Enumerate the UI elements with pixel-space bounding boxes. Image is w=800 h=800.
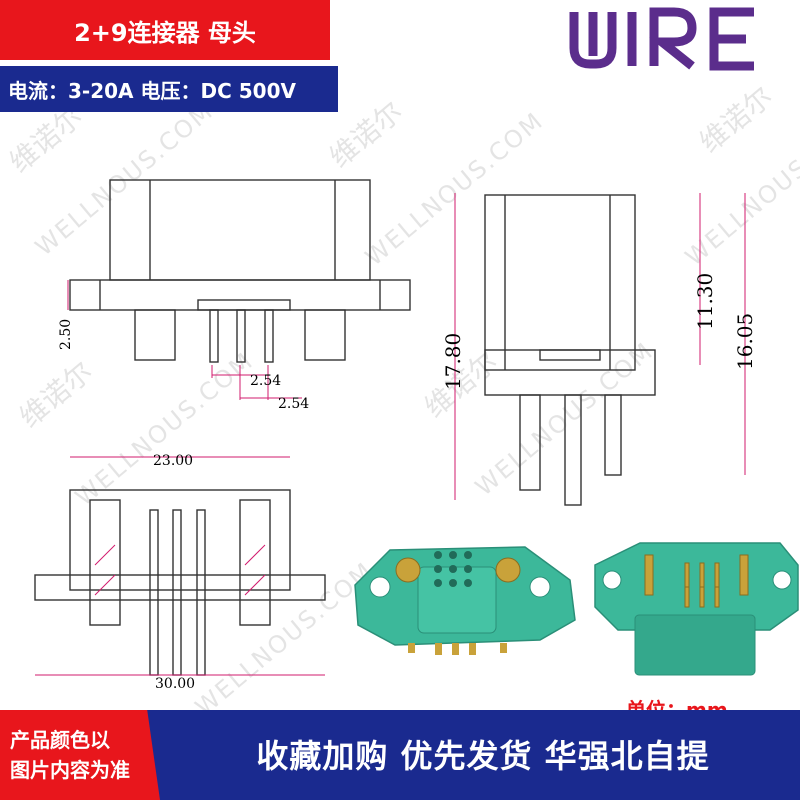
front-view-drawing: 2.50 2.54 2.54 — [58, 179, 411, 412]
bottom-view-drawing: 23.00 30.00 — [34, 453, 326, 692]
dim-overall-label: 16.05 — [733, 313, 757, 370]
dim-body-label: 11.30 — [693, 273, 717, 330]
spec-banner: 电流：3-20A 电压：DC 500V — [0, 66, 338, 112]
connector-front-photo — [354, 546, 576, 655]
color-notice: 产品颜色以 图片内容为准 — [0, 710, 160, 800]
dim-pitch-label: 2.54 — [250, 373, 281, 389]
notice-line: 产品颜色以 — [10, 728, 110, 752]
spec-text: 电流：3-20A 电压：DC 500V — [8, 78, 296, 103]
title-text: 2+9连接器 母头 — [74, 18, 256, 47]
title-banner: 2+9连接器 母头 — [0, 0, 330, 60]
watermark-text: 维诺尔 — [693, 79, 779, 160]
connector-back-photo — [594, 542, 799, 676]
dim-pitch-label: 2.54 — [278, 396, 309, 412]
dim-total-label: 17.80 — [441, 333, 465, 390]
dim-top-width-label: 23.00 — [153, 453, 193, 469]
dim-height-label: 2.50 — [58, 319, 74, 350]
side-view-drawing: 17.80 11.30 16.05 — [441, 193, 757, 506]
notice-line: 图片内容为准 — [10, 758, 130, 782]
dim-bottom-width-label: 30.00 — [155, 676, 195, 692]
promo-slogan: 收藏加购 优先发货 华强北自提 — [256, 737, 710, 775]
brand-logo — [569, 7, 754, 71]
product-photo — [354, 542, 799, 676]
